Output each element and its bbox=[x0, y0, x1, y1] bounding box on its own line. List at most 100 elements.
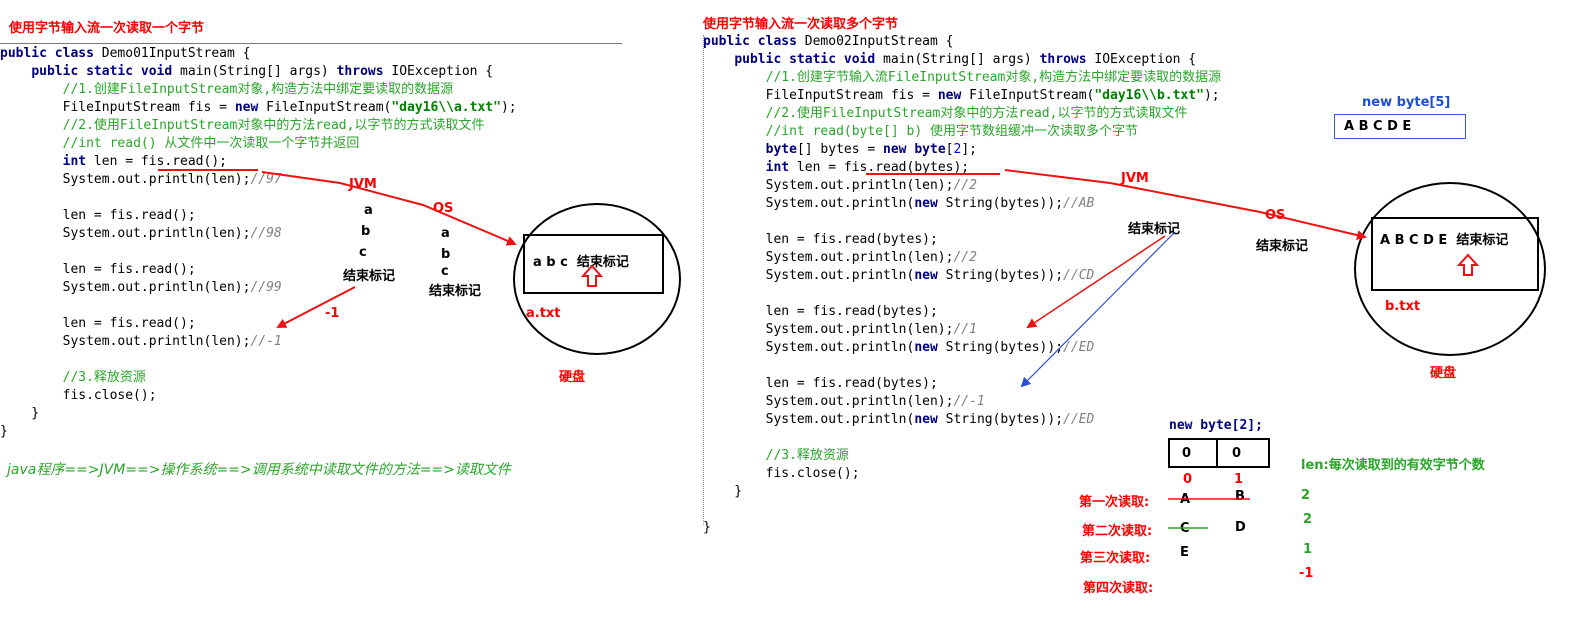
read-4-label: 第四次读取: bbox=[1083, 581, 1154, 596]
read-2-c1: D bbox=[1235, 520, 1246, 535]
left-jvm-stack-1: b bbox=[361, 224, 371, 239]
left-code-line: } bbox=[0, 424, 8, 439]
right-code-line: } bbox=[703, 484, 743, 499]
right-disk-label: 硬盘 bbox=[1430, 366, 1457, 381]
right-title: 使用字节输入流一次读取多个字节 bbox=[703, 17, 899, 32]
right-os-end-mark: 结束标记 bbox=[1256, 239, 1309, 254]
left-minus-one: -1 bbox=[325, 306, 340, 321]
left-code-line: System.out.println(len);//99 bbox=[0, 280, 282, 295]
read-2-label: 第二次读取: bbox=[1082, 524, 1153, 539]
left-code-line: len = fis.read(); bbox=[0, 208, 196, 223]
left-file-name: a.txt bbox=[526, 306, 561, 321]
left-code-line: System.out.println(len);//97 bbox=[0, 172, 282, 187]
array-index-1: 1 bbox=[1234, 472, 1244, 487]
right-code-line: len = fis.read(bytes); bbox=[703, 304, 938, 319]
right-code-line: //2.使用FileInputStream对象中的方法read,以字节的方式读取… bbox=[765, 106, 1188, 121]
left-jvm-stack-3: 结束标记 bbox=[343, 269, 396, 284]
left-return-arrow bbox=[276, 286, 356, 328]
left-code-line: System.out.println(len);//98 bbox=[0, 226, 282, 241]
left-disk-label: 硬盘 bbox=[559, 370, 586, 385]
read-1-len: 2 bbox=[1301, 488, 1311, 503]
left-code-line: int len = fis.read(); bbox=[62, 154, 227, 169]
left-code-line: System.out.println(len);//-1 bbox=[0, 334, 282, 349]
left-os-stack-3: 结束标记 bbox=[429, 284, 482, 299]
array-cell-0: 0 bbox=[1182, 446, 1192, 461]
new-byte5-box bbox=[1334, 114, 1466, 139]
left-divider bbox=[0, 43, 622, 44]
left-footer: java程序==>JVM==>操作系统==>调用系统中读取文件的方法==>读取文… bbox=[7, 462, 511, 478]
left-title: 使用字节输入流一次读取一个字节 bbox=[9, 21, 205, 36]
right-code-line: System.out.println(len);//1 bbox=[703, 322, 977, 337]
right-code-line: byte[] bytes = new byte[2]; bbox=[765, 142, 977, 157]
left-os-stack-1: b bbox=[441, 247, 451, 262]
right-file-name: b.txt bbox=[1385, 299, 1421, 314]
right-file-content: A B C D E 结束标记 bbox=[1380, 233, 1509, 248]
left-code-line: FileInputStream fis = new FileInputStrea… bbox=[0, 100, 517, 115]
right-code-line: int len = fis.read(bytes); bbox=[765, 160, 970, 175]
right-code-line: System.out.println(len);//-1 bbox=[703, 394, 985, 409]
right-code-line: System.out.println(len);//2 bbox=[703, 178, 977, 193]
left-file-content: a b c 结束标记 bbox=[533, 255, 629, 270]
right-jvm-end-mark: 结束标记 bbox=[1128, 222, 1181, 237]
left-os-stack-2: c bbox=[441, 264, 449, 279]
read-1-c1: B bbox=[1235, 489, 1245, 504]
new-byte5-label: new byte[5] bbox=[1362, 95, 1451, 110]
array-index-0: 0 bbox=[1183, 472, 1193, 487]
right-request-arrow bbox=[1004, 169, 1367, 241]
right-code-line: //3.释放资源 bbox=[765, 448, 849, 463]
right-code-line: public static void main(String[] args) t… bbox=[734, 52, 1197, 67]
read-3-len: 1 bbox=[1303, 542, 1313, 557]
left-request-arrow bbox=[261, 171, 517, 246]
read-2-len: 2 bbox=[1303, 512, 1313, 527]
right-return-arrow-blue bbox=[1020, 231, 1176, 388]
left-code-line: //3.释放资源 bbox=[62, 370, 146, 385]
left-code-line: } bbox=[0, 406, 40, 421]
array-cell-1: 0 bbox=[1232, 446, 1242, 461]
left-code-line: len = fis.read(); bbox=[0, 262, 196, 277]
right-code-block: public class Demo02InputStream { public … bbox=[703, 33, 1221, 537]
right-code-line: //int read(byte[] b) 使用字节数组缓冲一次读取多个字节 bbox=[765, 124, 1138, 139]
read-1-label: 第一次读取: bbox=[1079, 495, 1150, 510]
left-code-line: //2.使用FileInputStream对象中的方法read,以字节的方式读取… bbox=[62, 118, 485, 133]
read-4-len: -1 bbox=[1299, 566, 1314, 581]
read-3-label: 第三次读取: bbox=[1080, 551, 1151, 566]
left-file-up-arrow bbox=[580, 264, 604, 287]
left-file-box bbox=[523, 234, 664, 294]
new-byte2-label: new byte[2]; bbox=[1169, 418, 1263, 433]
left-code-line: public class Demo01InputStream { bbox=[0, 46, 251, 61]
left-code-line: len = fis.read(); bbox=[0, 316, 196, 331]
right-code-line: System.out.println(new String(bytes));//… bbox=[703, 268, 1095, 283]
right-code-line: System.out.println(new String(bytes));//… bbox=[703, 196, 1095, 211]
right-code-line: FileInputStream fis = new FileInputStrea… bbox=[703, 88, 1220, 103]
left-code-line: //int read() 从文件中一次读取一个字节并返回 bbox=[62, 136, 360, 151]
right-file-box bbox=[1371, 217, 1539, 291]
right-code-line: len = fis.read(bytes); bbox=[703, 232, 938, 247]
left-jvm-stack-2: c bbox=[359, 245, 367, 260]
left-os-stack-0: a bbox=[441, 226, 450, 241]
right-code-line: //1.创建字节输入流FileInputStream对象,构造方法中绑定要读取的… bbox=[765, 70, 1222, 85]
new-byte5-content: A B C D E bbox=[1344, 119, 1412, 134]
left-code-line: //1.创建FileInputStream对象,构造方法中绑定要读取的数据源 bbox=[62, 82, 454, 97]
right-code-line: System.out.println(len);//2 bbox=[703, 250, 977, 265]
right-code-line: System.out.println(new String(bytes));//… bbox=[703, 412, 1095, 427]
left-code-line: fis.close(); bbox=[0, 388, 157, 403]
right-code-line: System.out.println(new String(bytes));//… bbox=[703, 340, 1095, 355]
right-code-line: } bbox=[703, 520, 711, 535]
left-disk-circle bbox=[513, 203, 681, 355]
read-3-c0: E bbox=[1180, 545, 1189, 560]
right-disk-circle bbox=[1354, 182, 1546, 356]
right-file-up-arrow bbox=[1456, 253, 1480, 276]
right-code-line: fis.close(); bbox=[703, 466, 860, 481]
right-return-arrow-red bbox=[1026, 235, 1166, 329]
right-code-line: public class Demo02InputStream { bbox=[703, 34, 954, 49]
len-note: len:每次读取到的有效字节个数 bbox=[1301, 458, 1485, 473]
left-jvm-stack-0: a bbox=[364, 203, 373, 218]
array-box bbox=[1168, 438, 1270, 468]
right-code-line: len = fis.read(bytes); bbox=[703, 376, 938, 391]
left-code-line: public static void main(String[] args) t… bbox=[31, 64, 494, 79]
right-gutter bbox=[703, 35, 704, 525]
right-jvm-label: JVM bbox=[1121, 171, 1149, 186]
array-divider bbox=[1216, 438, 1218, 466]
left-code-block: public class Demo01InputStream { public … bbox=[0, 45, 517, 441]
